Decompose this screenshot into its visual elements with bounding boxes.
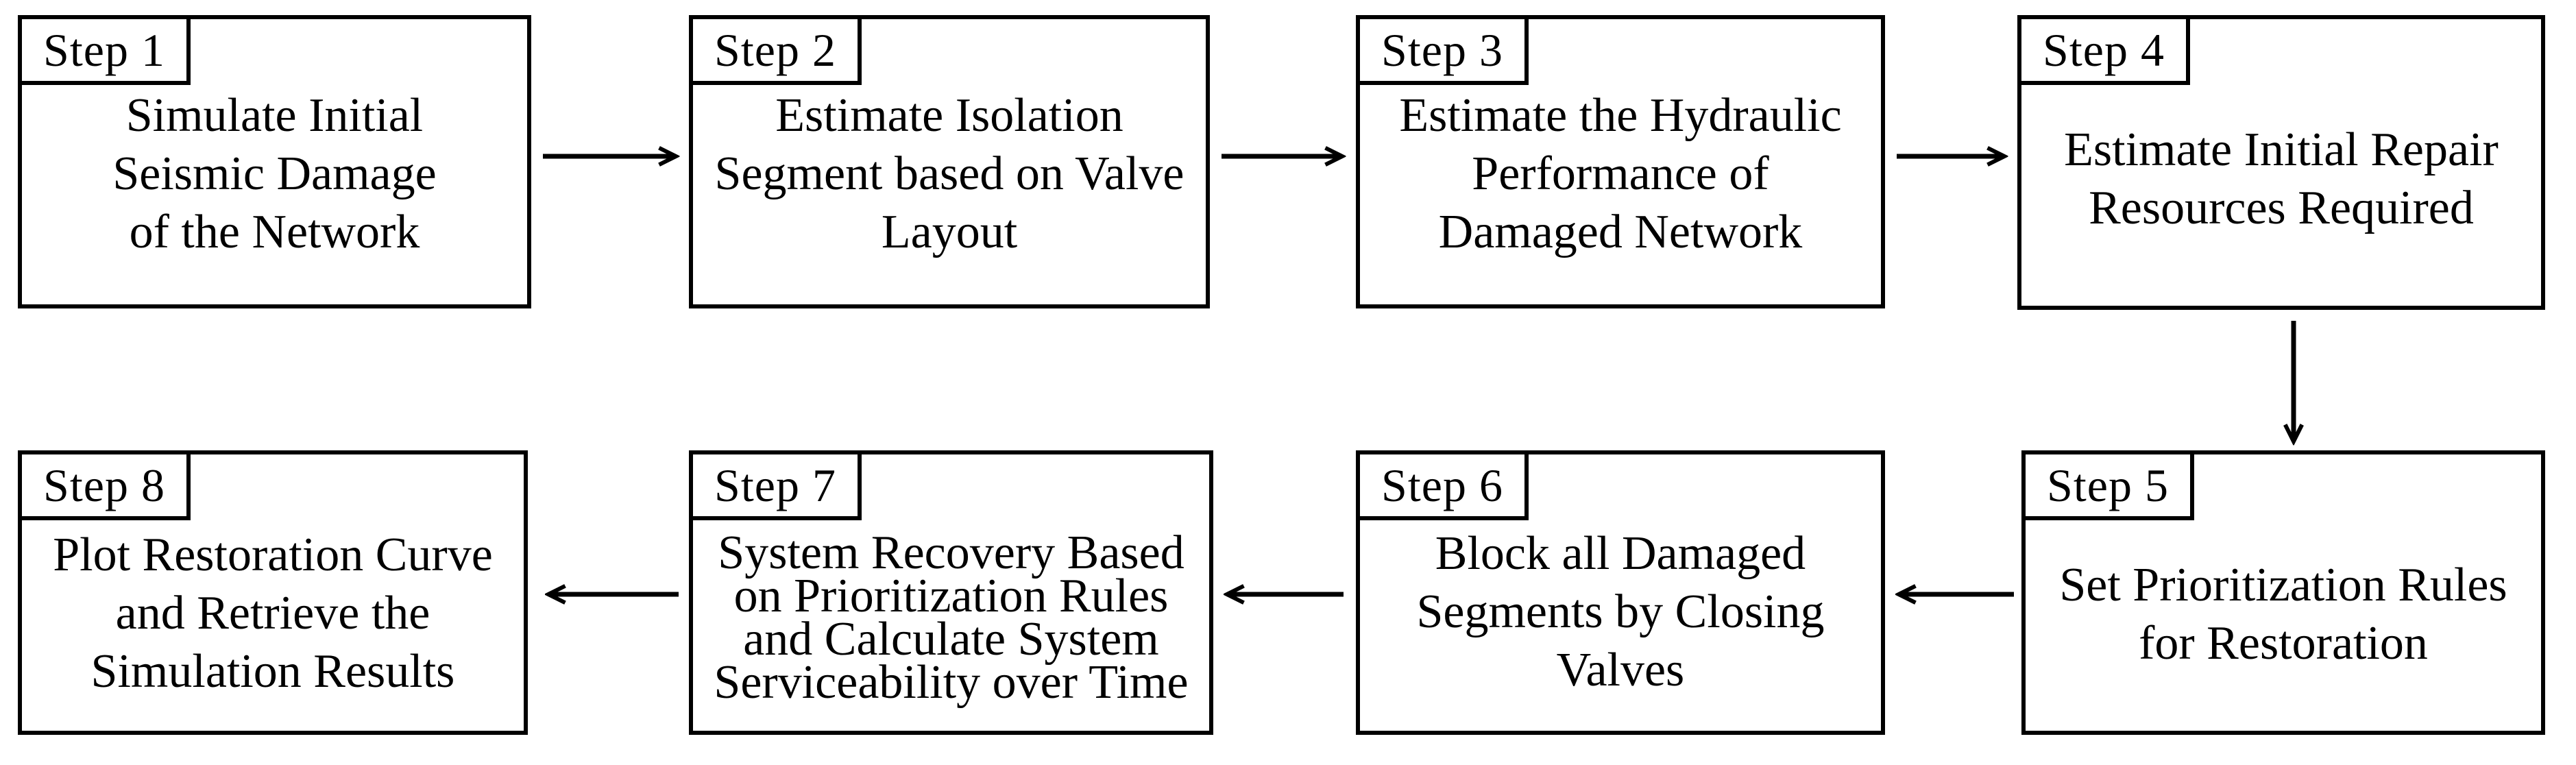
step-5-text: Set Prioritization Rules for Restoration	[2059, 559, 2507, 670]
step-box-8: Step 8 Plot Restoration Curve and Retrie…	[18, 450, 528, 735]
step-box-1: Step 1 Simulate Initial Seismic Damage o…	[18, 15, 531, 308]
step-6-text: Block all Damaged Segments by Closing Va…	[1416, 527, 1825, 696]
step-4-label: Step 4	[2017, 15, 2190, 85]
step-label-text: Step 4	[2043, 23, 2165, 76]
step-2-text: Estimate Isolation Segment based on Valv…	[714, 89, 1184, 258]
step-box-2: Step 2 Estimate Isolation Segment based …	[689, 15, 1210, 308]
step-5-label: Step 5	[2021, 450, 2194, 520]
step-2-label: Step 2	[689, 15, 862, 85]
step-label-text: Step 3	[1381, 23, 1503, 76]
step-4-text: Estimate Initial Repair Resources Requir…	[2064, 123, 2499, 234]
step-label-text: Step 8	[43, 459, 165, 511]
step-3-text: Estimate the Hydraulic Performance of Da…	[1399, 89, 1842, 258]
step-label-text: Step 7	[714, 459, 836, 511]
step-box-4: Step 4 Estimate Initial Repair Resources…	[2017, 15, 2545, 310]
step-1-label: Step 1	[18, 15, 191, 85]
step-label-text: Step 5	[2047, 459, 2169, 511]
step-label-text: Step 6	[1381, 459, 1503, 511]
step-box-7: Step 7 System Recovery Based on Prioriti…	[689, 450, 1213, 735]
step-label-text: Step 1	[43, 23, 165, 76]
step-box-5: Step 5 Set Prioritization Rules for Rest…	[2021, 450, 2545, 735]
step-1-text: Simulate Initial Seismic Damage of the N…	[112, 89, 437, 258]
step-8-text: Plot Restoration Curve and Retrieve the …	[53, 529, 493, 698]
step-box-6: Step 6 Block all Damaged Segments by Clo…	[1356, 450, 1885, 735]
step-6-label: Step 6	[1356, 450, 1529, 520]
step-3-label: Step 3	[1356, 15, 1529, 85]
step-7-text: System Recovery Based on Prioritization …	[714, 526, 1189, 709]
step-label-text: Step 2	[714, 23, 836, 76]
step-8-label: Step 8	[18, 450, 191, 520]
step-7-label: Step 7	[689, 450, 862, 520]
step-box-3: Step 3 Estimate the Hydraulic Performanc…	[1356, 15, 1885, 308]
